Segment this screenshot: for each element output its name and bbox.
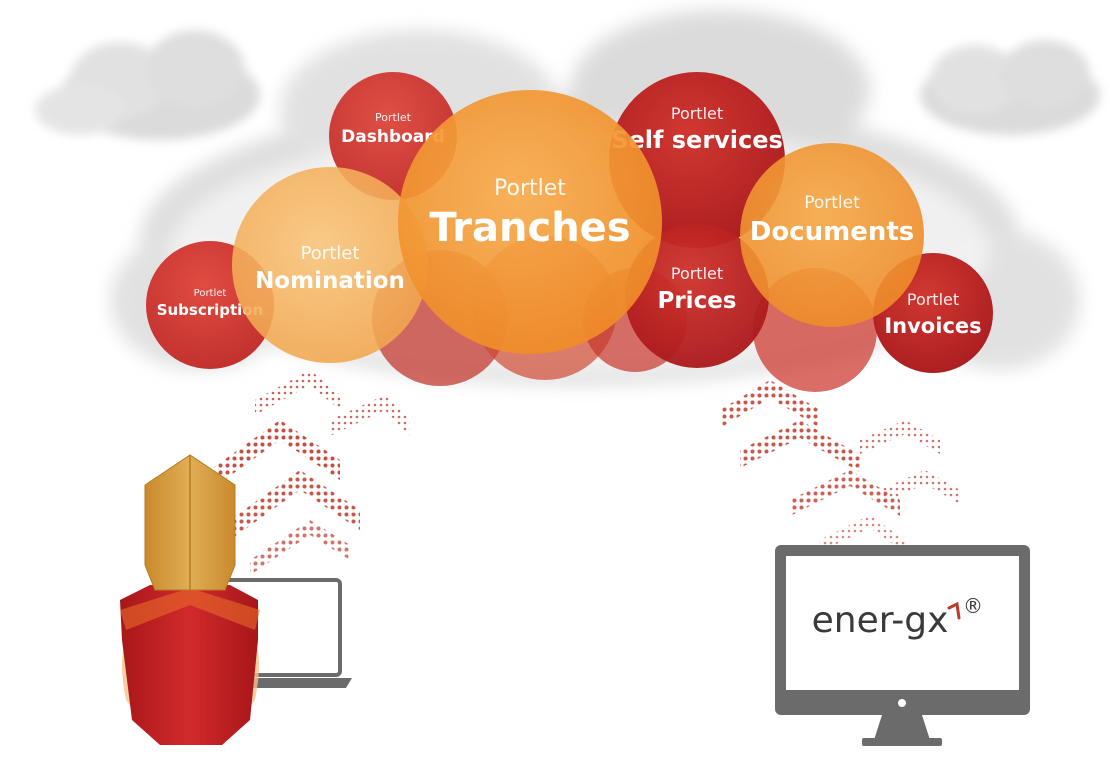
portlet-prefix: Portlet	[907, 290, 959, 309]
portlet-label: Invoices	[884, 314, 981, 338]
signal-arrows-left	[210, 370, 410, 575]
portlet-label: Tranches	[429, 205, 630, 251]
portlet-label: Documents	[750, 217, 915, 247]
user-icon	[120, 454, 260, 745]
portlet-documents[interactable]: Portlet Documents	[740, 143, 924, 327]
portlet-label: Dashboard	[341, 127, 445, 147]
portlet-prices[interactable]: Portlet Prices	[625, 224, 769, 368]
registered-mark: ®	[963, 594, 983, 618]
portlet-tranches[interactable]: Portlet Tranches	[398, 90, 662, 354]
portlet-prefix: Portlet	[804, 193, 860, 213]
portlet-label: Subscription	[157, 301, 264, 319]
portlet-prefix: Portlet	[671, 264, 723, 283]
portlet-prefix: Portlet	[194, 288, 227, 299]
monitor-icon	[775, 545, 1030, 746]
portlet-prefix: Portlet	[671, 104, 723, 123]
portlet-nomination[interactable]: Portlet Nomination	[232, 167, 428, 363]
portlet-label: Nomination	[255, 268, 405, 294]
monitor-brand-text: ener-gx	[812, 600, 949, 641]
portlet-prefix: Portlet	[375, 111, 412, 124]
signal-arrows-right	[720, 380, 960, 552]
portlet-prefix: Portlet	[494, 176, 566, 201]
cloud-left-small	[35, 30, 260, 140]
cloud-right-small	[920, 40, 1100, 135]
portlet-prefix: Portlet	[301, 243, 360, 264]
brand-mark-icon	[947, 601, 961, 620]
portlet-label: Prices	[657, 288, 736, 314]
